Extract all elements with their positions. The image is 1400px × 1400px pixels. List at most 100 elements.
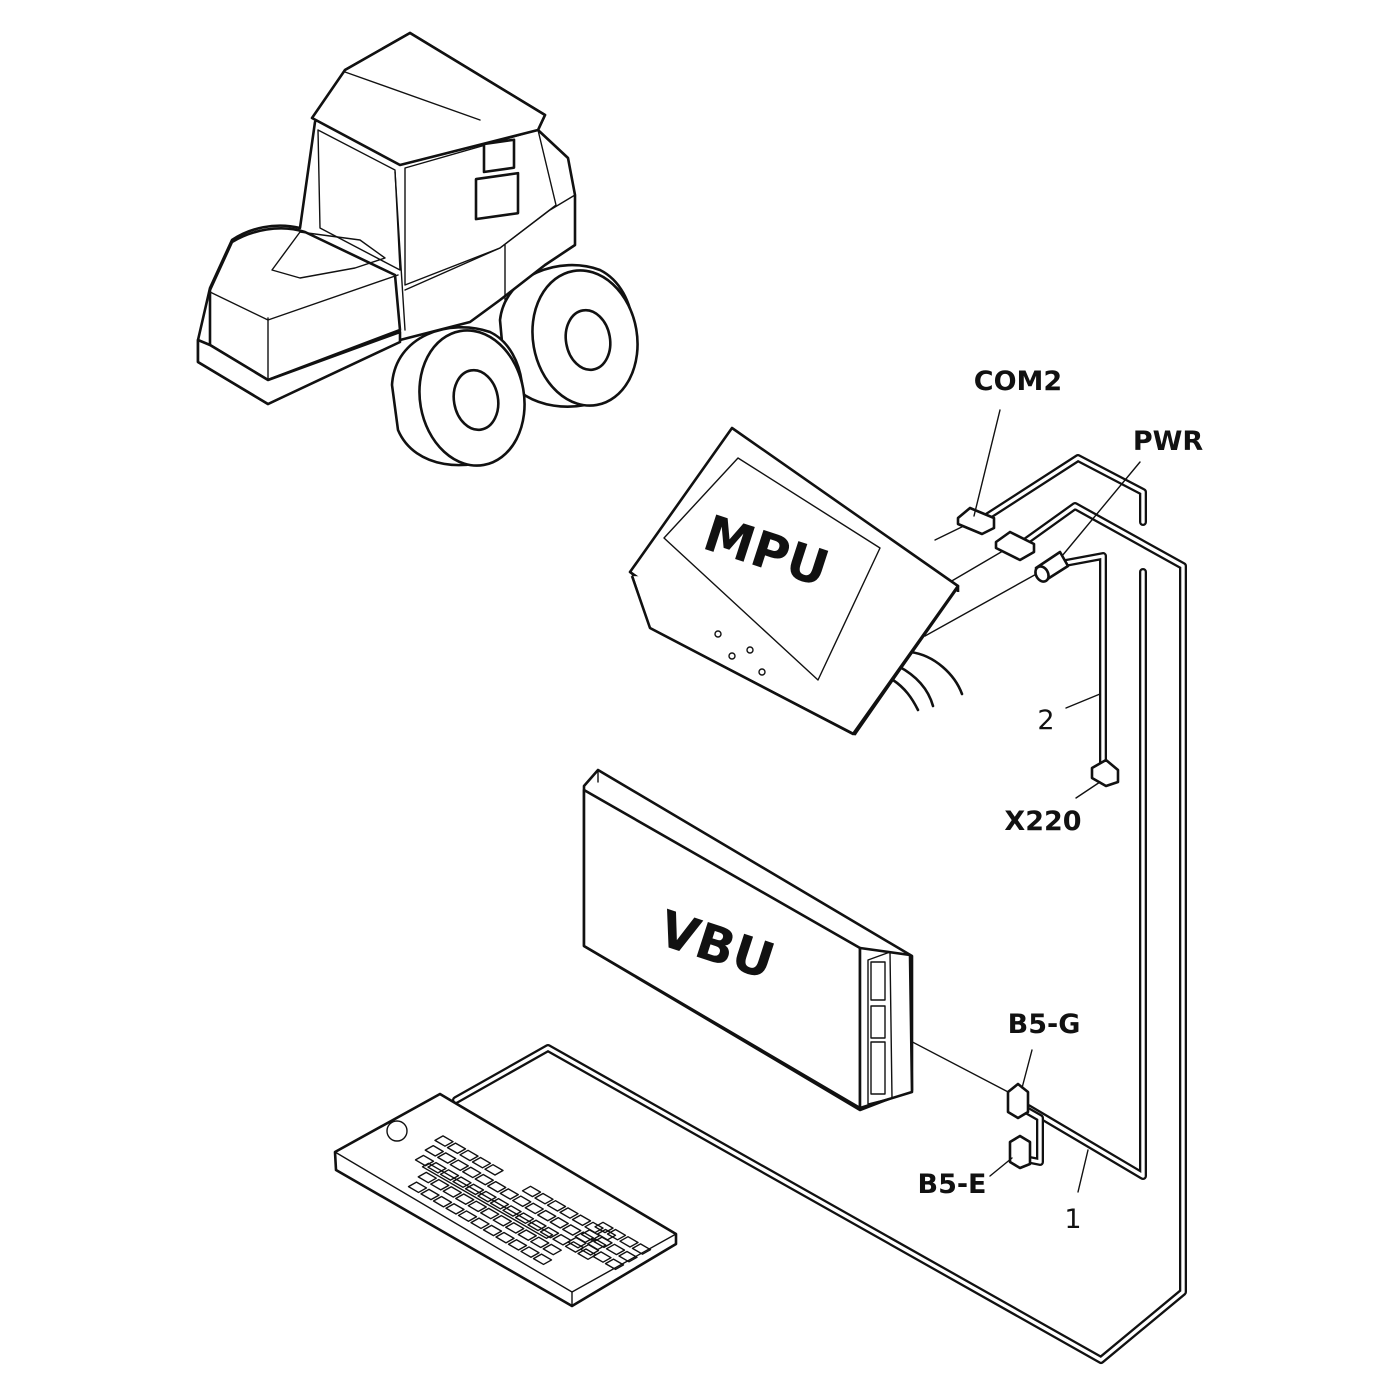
label-x220: X220	[1004, 806, 1081, 837]
keyboard-key	[417, 1171, 437, 1184]
keypad-key	[605, 1243, 626, 1256]
keyboard	[333, 1092, 678, 1308]
keyboard-key	[507, 1239, 528, 1251]
keyboard-key	[427, 1161, 447, 1174]
label-pwr: PWR	[1133, 426, 1204, 457]
mpu-unit: MPU	[628, 426, 960, 736]
label-com2: COM2	[974, 366, 1062, 397]
keyboard-key	[470, 1217, 490, 1230]
keypad-key	[579, 1244, 600, 1256]
cab-window-front	[317, 129, 401, 271]
keyboard-key	[502, 1205, 522, 1217]
cable-harness	[452, 454, 1187, 1364]
keyboard-key	[571, 1214, 592, 1227]
keyboard-key	[524, 1202, 544, 1215]
rear-wheel	[498, 263, 639, 408]
pwr-connector	[994, 530, 1036, 562]
keyboard-key	[521, 1185, 542, 1198]
vehicle-illustration	[196, 31, 639, 467]
keyboard-key	[471, 1156, 492, 1169]
keyboard-key	[459, 1149, 479, 1162]
keyboard-key	[546, 1200, 567, 1212]
keyboard-key	[446, 1142, 467, 1155]
keyboard-key	[492, 1214, 512, 1227]
keyboard-key	[439, 1169, 460, 1181]
keypad-key	[619, 1236, 639, 1248]
keyboard-key	[534, 1192, 554, 1205]
keypad-key	[604, 1258, 625, 1271]
keyboard-key	[482, 1224, 503, 1237]
keyboard-key	[520, 1246, 540, 1258]
keyboard-key	[430, 1178, 450, 1191]
label-b5e: B5-E	[917, 1169, 986, 1200]
keyboard-key	[499, 1188, 519, 1200]
keyboard-key	[432, 1195, 453, 1208]
keyboard-key	[532, 1253, 553, 1266]
keypad-key	[631, 1243, 652, 1255]
mirror-lower	[474, 171, 520, 221]
keyboard-key	[512, 1195, 532, 1208]
keyboard-key	[437, 1152, 457, 1164]
keyboard-key	[514, 1212, 535, 1225]
keyboard-key	[480, 1207, 500, 1220]
vbu-port-bottom	[870, 1041, 886, 1095]
vehicle-frame	[196, 330, 402, 406]
trackball-icon	[386, 1120, 408, 1142]
keyboard-key	[414, 1154, 435, 1167]
label-b5g: B5-G	[1008, 1009, 1081, 1040]
keyboard-key	[407, 1181, 428, 1194]
keyboard-key	[442, 1186, 462, 1198]
keyboard-key	[445, 1203, 465, 1215]
com2-connector	[956, 506, 996, 536]
x220-round-connector	[1034, 550, 1070, 583]
keyboard-key	[420, 1188, 440, 1201]
keyboard-key	[449, 1159, 469, 1172]
keypad-key	[592, 1251, 612, 1263]
keyboard-key	[542, 1243, 562, 1256]
keyboard-key	[424, 1144, 444, 1157]
keyboard-key	[487, 1180, 507, 1193]
keyboard-spacebar	[421, 1162, 554, 1239]
keyboard-key	[464, 1183, 485, 1196]
keyboard-key	[462, 1166, 482, 1179]
keyboard-key	[530, 1236, 550, 1249]
label-cable-2: 2	[1037, 705, 1054, 736]
keyboard-key	[549, 1216, 569, 1229]
keyboard-key	[562, 1224, 582, 1236]
b5g-connector	[1006, 1082, 1030, 1120]
labels: COM2 PWR 2 X220 B5-G B5-E 1	[917, 366, 1203, 1235]
keypad-key	[567, 1236, 587, 1249]
keyboard-keys	[407, 1135, 652, 1271]
keypad-key	[618, 1250, 638, 1263]
label-cable-1: 1	[1064, 1204, 1081, 1235]
keyboard-key	[505, 1222, 525, 1234]
keyboard-key	[539, 1226, 560, 1239]
mirror-upper	[482, 138, 516, 174]
keyboard-key	[467, 1200, 487, 1213]
keyboard-key	[489, 1197, 510, 1210]
vbu-port-top	[870, 961, 886, 1001]
keypad-key	[580, 1229, 601, 1241]
vbu-port-middle	[870, 1005, 886, 1039]
keyboard-key	[495, 1231, 515, 1244]
vehicle-hood	[208, 227, 402, 382]
keyboard-key	[484, 1164, 504, 1176]
keyboard-key	[559, 1207, 579, 1219]
keyboard-key	[457, 1210, 478, 1222]
keyboard-key	[474, 1173, 494, 1186]
b5e-connector	[1008, 1134, 1032, 1170]
keyboard-key	[527, 1219, 547, 1232]
keyboard-key	[452, 1176, 472, 1189]
keyboard-key	[477, 1190, 497, 1203]
connectors	[956, 506, 1120, 1170]
keypad-key	[593, 1236, 613, 1249]
vbu-unit: VBU	[582, 768, 914, 1112]
keyboard-key	[537, 1209, 557, 1222]
keyboard-key	[434, 1135, 454, 1147]
keyboard-key	[517, 1229, 537, 1241]
keypad-key	[606, 1228, 627, 1241]
x220-connector	[1090, 758, 1120, 788]
keyboard-key	[455, 1193, 475, 1205]
front-wheel	[390, 325, 526, 467]
